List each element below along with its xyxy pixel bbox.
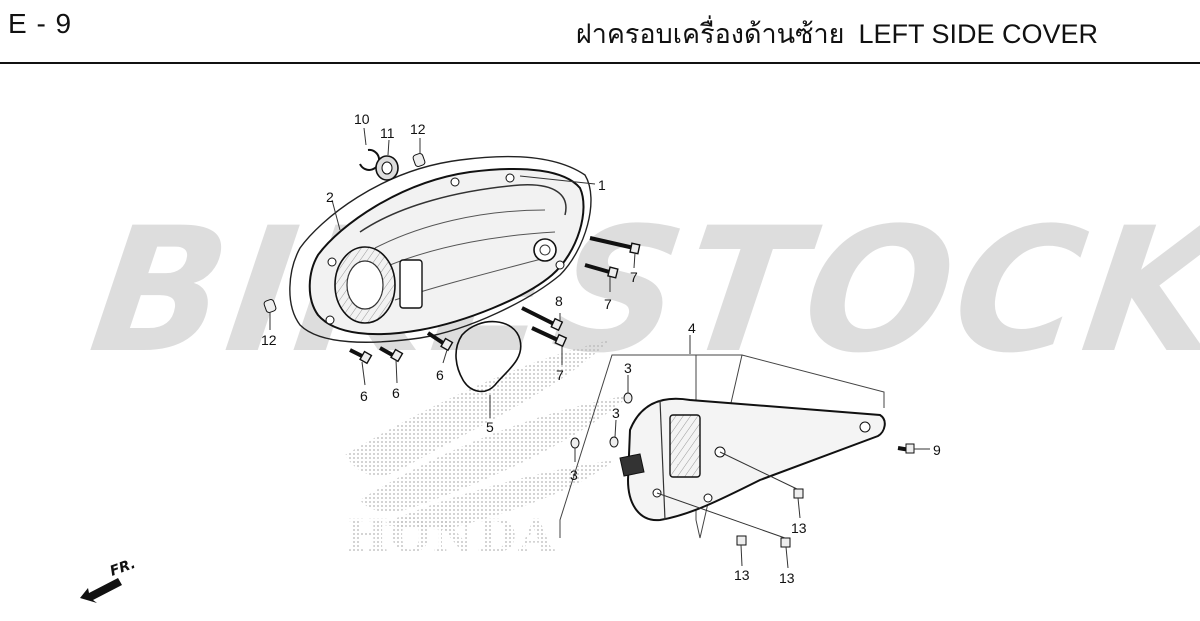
- honda-wing-icon: [345, 340, 630, 530]
- grommet-parts: [570, 392, 633, 449]
- callout-label: 2: [326, 189, 334, 205]
- callout-label: 12: [410, 121, 426, 137]
- callout-label: 3: [570, 467, 578, 483]
- callout-label: 7: [604, 296, 612, 312]
- small-bolt-parts: [736, 488, 804, 548]
- callout-label: 11: [380, 125, 395, 141]
- callout-label: 1: [598, 177, 606, 193]
- leader-lines: [269, 127, 930, 569]
- dowel-pin-part: [412, 152, 426, 168]
- callout-label: 13: [791, 520, 807, 536]
- callout-label: 12: [261, 332, 277, 348]
- seal-part: [455, 320, 522, 393]
- callout-label: 3: [624, 360, 632, 376]
- page-title: ฝาครอบเครื่องด้านซ้าย LEFT SIDE COVER: [576, 12, 1098, 55]
- dowel-pin-part: [263, 298, 277, 314]
- callout-label: 8: [555, 293, 563, 309]
- bearing-part: [375, 155, 399, 181]
- callout-label: 13: [779, 570, 795, 586]
- gasket-part: [289, 155, 592, 343]
- page-title-english: LEFT SIDE COVER: [858, 19, 1098, 49]
- callout-label: 3: [612, 405, 620, 421]
- screw-part: [897, 443, 915, 454]
- outer-left-cover: [619, 397, 886, 522]
- callout-label: 7: [556, 367, 564, 383]
- callout-label: 6: [360, 388, 368, 404]
- callout-label: 5: [486, 419, 494, 435]
- page-title-thai: ฝาครอบเครื่องด้านซ้าย: [575, 19, 845, 49]
- front-direction-label: FR.: [108, 556, 138, 580]
- honda-logo-text: HONDA: [345, 509, 556, 563]
- callout-labels: 1 2 3 3 3 4 5 6 6 6 7 7 7 8 9 10 11 12 1…: [261, 111, 941, 586]
- callout-label: 6: [436, 367, 444, 383]
- callout-label: 7: [630, 269, 638, 285]
- callout-label: 6: [392, 385, 400, 401]
- callout-label: 10: [354, 111, 370, 127]
- callout-label: 4: [688, 320, 696, 336]
- callout-label: 13: [734, 567, 750, 583]
- front-arrow-icon: [80, 578, 122, 603]
- header-divider: [0, 62, 1200, 64]
- page-code: E - 9: [8, 8, 73, 39]
- callout-label: 9: [933, 442, 941, 458]
- bolt-parts: [349, 236, 641, 365]
- left-crankcase-cover: [308, 167, 585, 336]
